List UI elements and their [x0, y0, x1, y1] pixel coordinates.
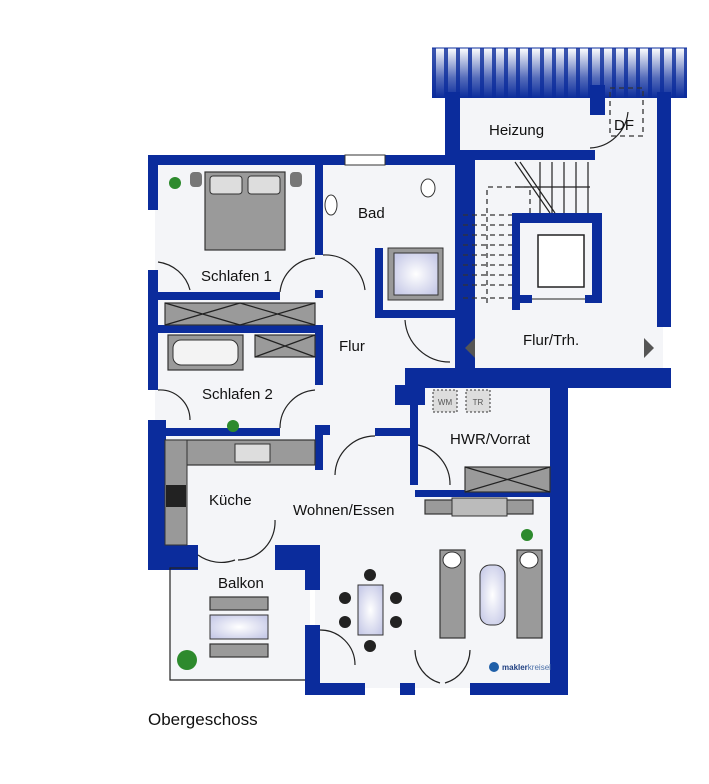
room-label-wohnen: Wohnen/Essen — [293, 502, 394, 519]
room-label-kueche: Küche — [209, 492, 252, 509]
doors — [157, 111, 629, 684]
arrow-left-icon — [465, 338, 475, 358]
room-label-bad: Bad — [358, 205, 385, 222]
room-label-schlafen2: Schlafen 2 — [202, 386, 273, 403]
tr-label: TR — [473, 398, 484, 407]
walls — [148, 85, 671, 695]
floor-caption: Obergeschoss — [148, 710, 258, 729]
maklerkreisel-logo: maklerkreisel — [489, 662, 551, 672]
washing-machine — [432, 389, 458, 413]
arrow-right-icon — [644, 338, 654, 358]
dryer — [465, 389, 491, 413]
plant-icons — [169, 177, 533, 670]
open-wall-hatch — [432, 47, 687, 98]
furniture — [164, 171, 551, 658]
wm-label: WM — [438, 398, 453, 407]
balcony-outline — [169, 567, 305, 681]
room-label-balkon: Balkon — [218, 575, 264, 592]
room-label-heizung: Heizung — [489, 122, 544, 139]
room-label-hwr: HWR/Vorrat — [450, 431, 531, 448]
room-label-df: DF — [614, 117, 634, 134]
window — [344, 154, 386, 166]
elevator — [537, 234, 585, 288]
room-label-flur-trh: Flur/Trh. — [523, 332, 579, 349]
roof-hatch — [609, 87, 644, 137]
room-label-flur: Flur — [339, 338, 365, 355]
staircase — [463, 161, 590, 305]
room-label-schlafen1: Schlafen 1 — [201, 268, 272, 285]
svg-text:maklerkreisel: maklerkreisel — [502, 663, 551, 672]
